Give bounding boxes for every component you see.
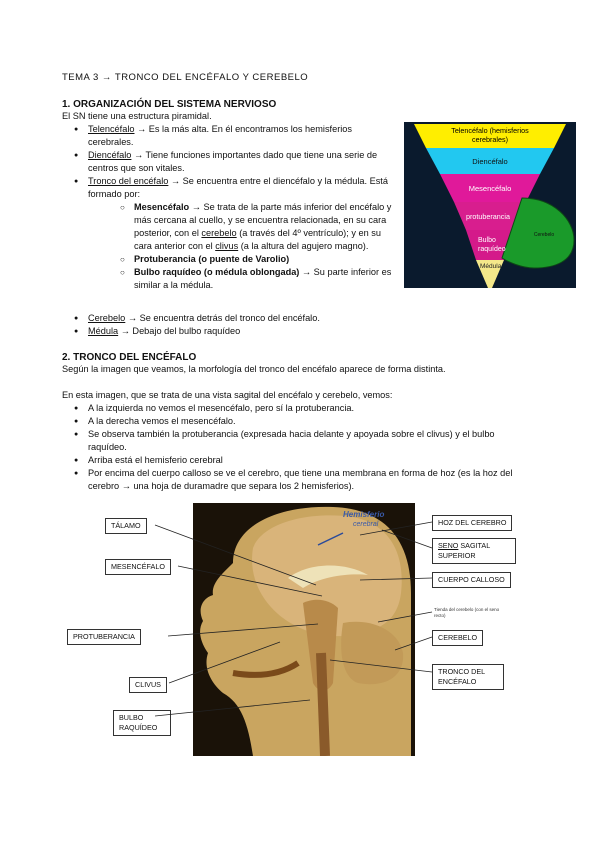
list-item-cerebelo: Cerebelo → Se encuentra detrás del tronc… [62, 312, 392, 325]
list-item: A la izquierda no vemos el mesencéfalo, … [62, 402, 532, 415]
label-seno: SENO SAGITAL SUPERIOR [432, 538, 516, 564]
svg-text:cerebral: cerebral [353, 521, 379, 528]
pyramid-label-tel: Telencéfalo (hemisferios [451, 126, 529, 135]
label-protuberancia: PROTUBERANCIA [67, 629, 141, 645]
nervous-system-pyramid: Telencéfalo (hemisferios cerebrales) Die… [404, 122, 576, 288]
svg-text:Bulbo: Bulbo [478, 237, 496, 244]
paragraph: En esta imagen, que se trata de una vist… [62, 390, 393, 400]
label-mesencefalo: MESENCÉFALO [105, 559, 171, 575]
list-item-medula: Médula → Debajo del bulbo raquídeo [62, 325, 392, 338]
hemisferio-annotation: Hemisferio [343, 510, 384, 519]
pyramid-prot [454, 202, 526, 230]
list-item: A la derecha vemos el mesencéfalo. [62, 415, 532, 428]
label-clivus: CLIVUS [129, 677, 167, 693]
pyramid-cerebelo [501, 197, 575, 269]
section-intro: El SN tiene una estructura piramidal. [62, 111, 212, 121]
pyramid-label-prot: protuberancia [466, 212, 510, 221]
list-item-diencefalo: Diencéfalo → Tiene funciones importantes… [62, 149, 392, 175]
list-item-bulbo: Bulbo raquídeo (o médula oblongada) → Su… [114, 266, 392, 292]
pyramid-label-medula: Médula [480, 263, 502, 270]
section-organizacion: 1. ORGANIZACIÓN DEL SISTEMA NERVIOSO El … [62, 99, 392, 292]
label-talamo: TÁLAMO [105, 518, 147, 534]
label-cerebelo: CEREBELO [432, 630, 484, 646]
pyramid-medula [476, 260, 504, 288]
svg-text:cerebrales): cerebrales) [472, 135, 508, 144]
pyramid-mes [440, 174, 540, 202]
section-heading: 1. ORGANIZACIÓN DEL SISTEMA NERVIOSO [62, 99, 277, 110]
section-organizacion-cont: Cerebelo → Se encuentra detrás del tronc… [62, 312, 392, 338]
document-title: TEMA 3 → TRONCO DEL ENCÉFALO Y CEREBELO [62, 72, 309, 83]
sagittal-head-image: Hemisferio cerebral [193, 503, 415, 756]
list-item: Arriba está el hemisferio cerebral [62, 454, 532, 467]
section-heading: 2. TRONCO DEL ENCÉFALO [62, 352, 197, 363]
pyramid-label-cerebelo: Cerebelo [534, 232, 555, 238]
pyramid-tel [414, 124, 566, 148]
list-item: Por encima del cuerpo calloso se ve el c… [62, 467, 532, 493]
paragraph: Según la imagen que veamos, la morfologí… [62, 364, 446, 374]
list-item: Se observa también la protuberancia (exp… [62, 428, 532, 454]
list-item-protuberancia: Protuberancia (o puente de Varolio) [114, 253, 392, 266]
label-tienda: Tienda del cerebelo (con el seno recto) [434, 607, 500, 618]
label-hoz: HOZ DEL CEREBRO [432, 515, 513, 531]
svg-text:raquídeo: raquídeo [478, 246, 506, 253]
pyramid-bulbo [466, 230, 514, 260]
list-item-tronco: Tronco del encéfalo → Se encuentra entre… [62, 175, 392, 292]
label-cuerpo-calloso: CUERPO CALLOSO [432, 572, 511, 588]
list-item-telencefalo: Telencéfalo → Es la más alta. En él enco… [62, 123, 392, 149]
pyramid-label-dien: Diencéfalo [472, 157, 507, 166]
pyramid-label-mes: Mesencéfalo [469, 184, 512, 193]
pyramid-dien [426, 148, 554, 174]
list-item-mesencefalo: Mesencéfalo → Se trata de la parte más i… [114, 201, 392, 253]
section-tronco: 2. TRONCO DEL ENCÉFALO Según la imagen q… [62, 352, 532, 493]
